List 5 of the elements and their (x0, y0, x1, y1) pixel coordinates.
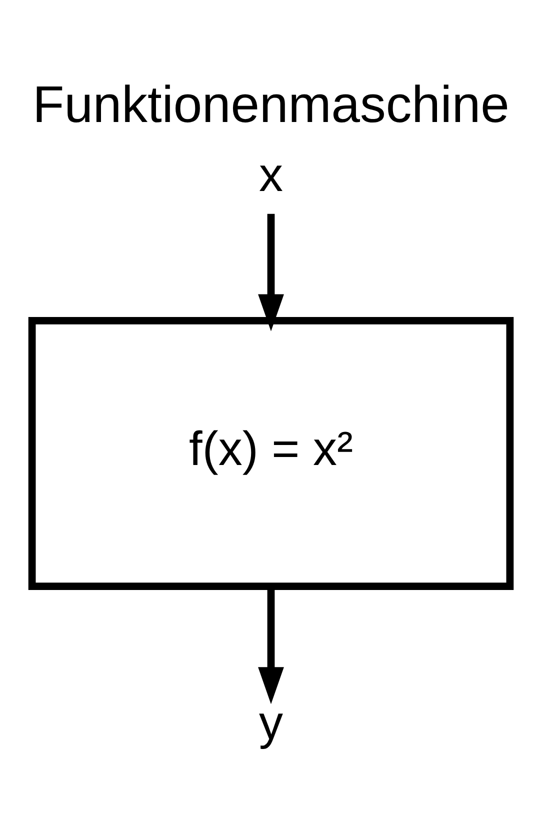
arrow (258, 214, 284, 332)
node-text: x (259, 149, 283, 202)
node-box: f(x) = x² (28, 316, 514, 590)
diagram-title: Funktionenmaschine (32, 75, 510, 134)
node-text: y (259, 697, 283, 750)
